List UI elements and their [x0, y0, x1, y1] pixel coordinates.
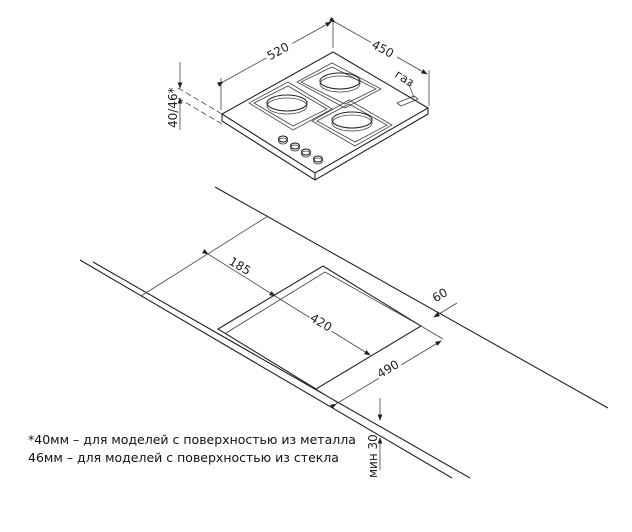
- gas-connection: [396, 95, 419, 107]
- note-metal: *40мм – для моделей с поверхностью из ме…: [28, 432, 356, 447]
- hob-drawing: газ 520 450 40/46*: [166, 17, 430, 181]
- burner-grate-right: [311, 99, 393, 147]
- cutout-offset-back-label: 60: [430, 285, 450, 305]
- hob-height-label: 40/46*: [166, 87, 180, 128]
- dim-line-185: [201, 248, 276, 297]
- gas-label: газ: [392, 67, 416, 89]
- burner-left: [266, 94, 308, 112]
- burner-right: [331, 111, 373, 129]
- countertop-front-edge: [79, 259, 453, 479]
- countertop-back-edge: [214, 186, 609, 409]
- min-thickness-label: мин 30: [366, 434, 380, 478]
- dim-line-60: [433, 302, 458, 318]
- burner-grate-left: [248, 81, 333, 131]
- hob-edge: [221, 108, 429, 181]
- countertop-left-end: [140, 215, 269, 297]
- countertop-drawing: 185 420 490 60 мин 30: [79, 186, 609, 479]
- note-glass: 46мм – для моделей с поверхностью из сте…: [28, 450, 339, 465]
- control-knobs: [277, 135, 324, 165]
- burner-back: [319, 72, 361, 90]
- countertop-front-edge-lower: [92, 261, 471, 479]
